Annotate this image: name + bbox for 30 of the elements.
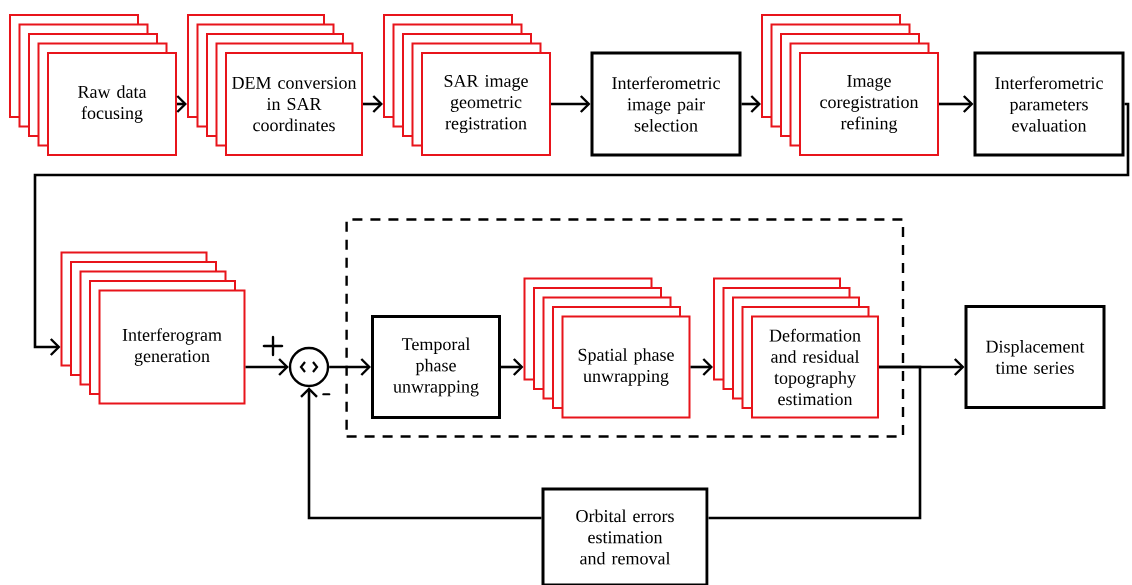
process-box: Temporal phase unwrapping <box>371 315 501 419</box>
dashed-group-box <box>345 218 905 438</box>
stacked-process-box: Image coregistration refining <box>761 14 939 156</box>
stacked-process-box: Interferogram generation <box>60 251 246 405</box>
process-box: Interferometric image pair selection <box>590 51 742 157</box>
process-box: Interferometric parameters evaluation <box>973 51 1125 157</box>
process-box: Displacement time series <box>964 305 1106 409</box>
process-box: Orbital errors estimation and removal <box>541 487 709 585</box>
stacked-process-box: Raw data focusing <box>9 14 177 156</box>
arrow <box>501 358 524 376</box>
arrow <box>245 358 289 376</box>
arrow <box>690 358 713 376</box>
summing-junction <box>288 346 330 388</box>
arrow <box>741 95 761 113</box>
stacked-process-box: SAR image geometric registration <box>383 14 551 156</box>
edge-label: + <box>262 335 284 357</box>
arrow <box>300 387 542 520</box>
arrow <box>939 95 974 113</box>
arrow <box>551 95 591 113</box>
node-label: estimation <box>778 393 853 406</box>
node-label: refining <box>840 116 898 134</box>
stacked-process-box: Deformation and residual topography estimation <box>713 277 879 419</box>
stacked-process-box: Spatial phase unwrapping <box>523 277 691 419</box>
arrow <box>33 102 1130 356</box>
node-label: registration <box>445 117 527 134</box>
stacked-process-box: DEM conversion in SAR coordinates <box>187 14 363 156</box>
edge-label: - <box>322 393 331 396</box>
arrow <box>363 95 383 113</box>
node-label: coordinates <box>253 118 335 132</box>
arrow <box>329 358 371 376</box>
